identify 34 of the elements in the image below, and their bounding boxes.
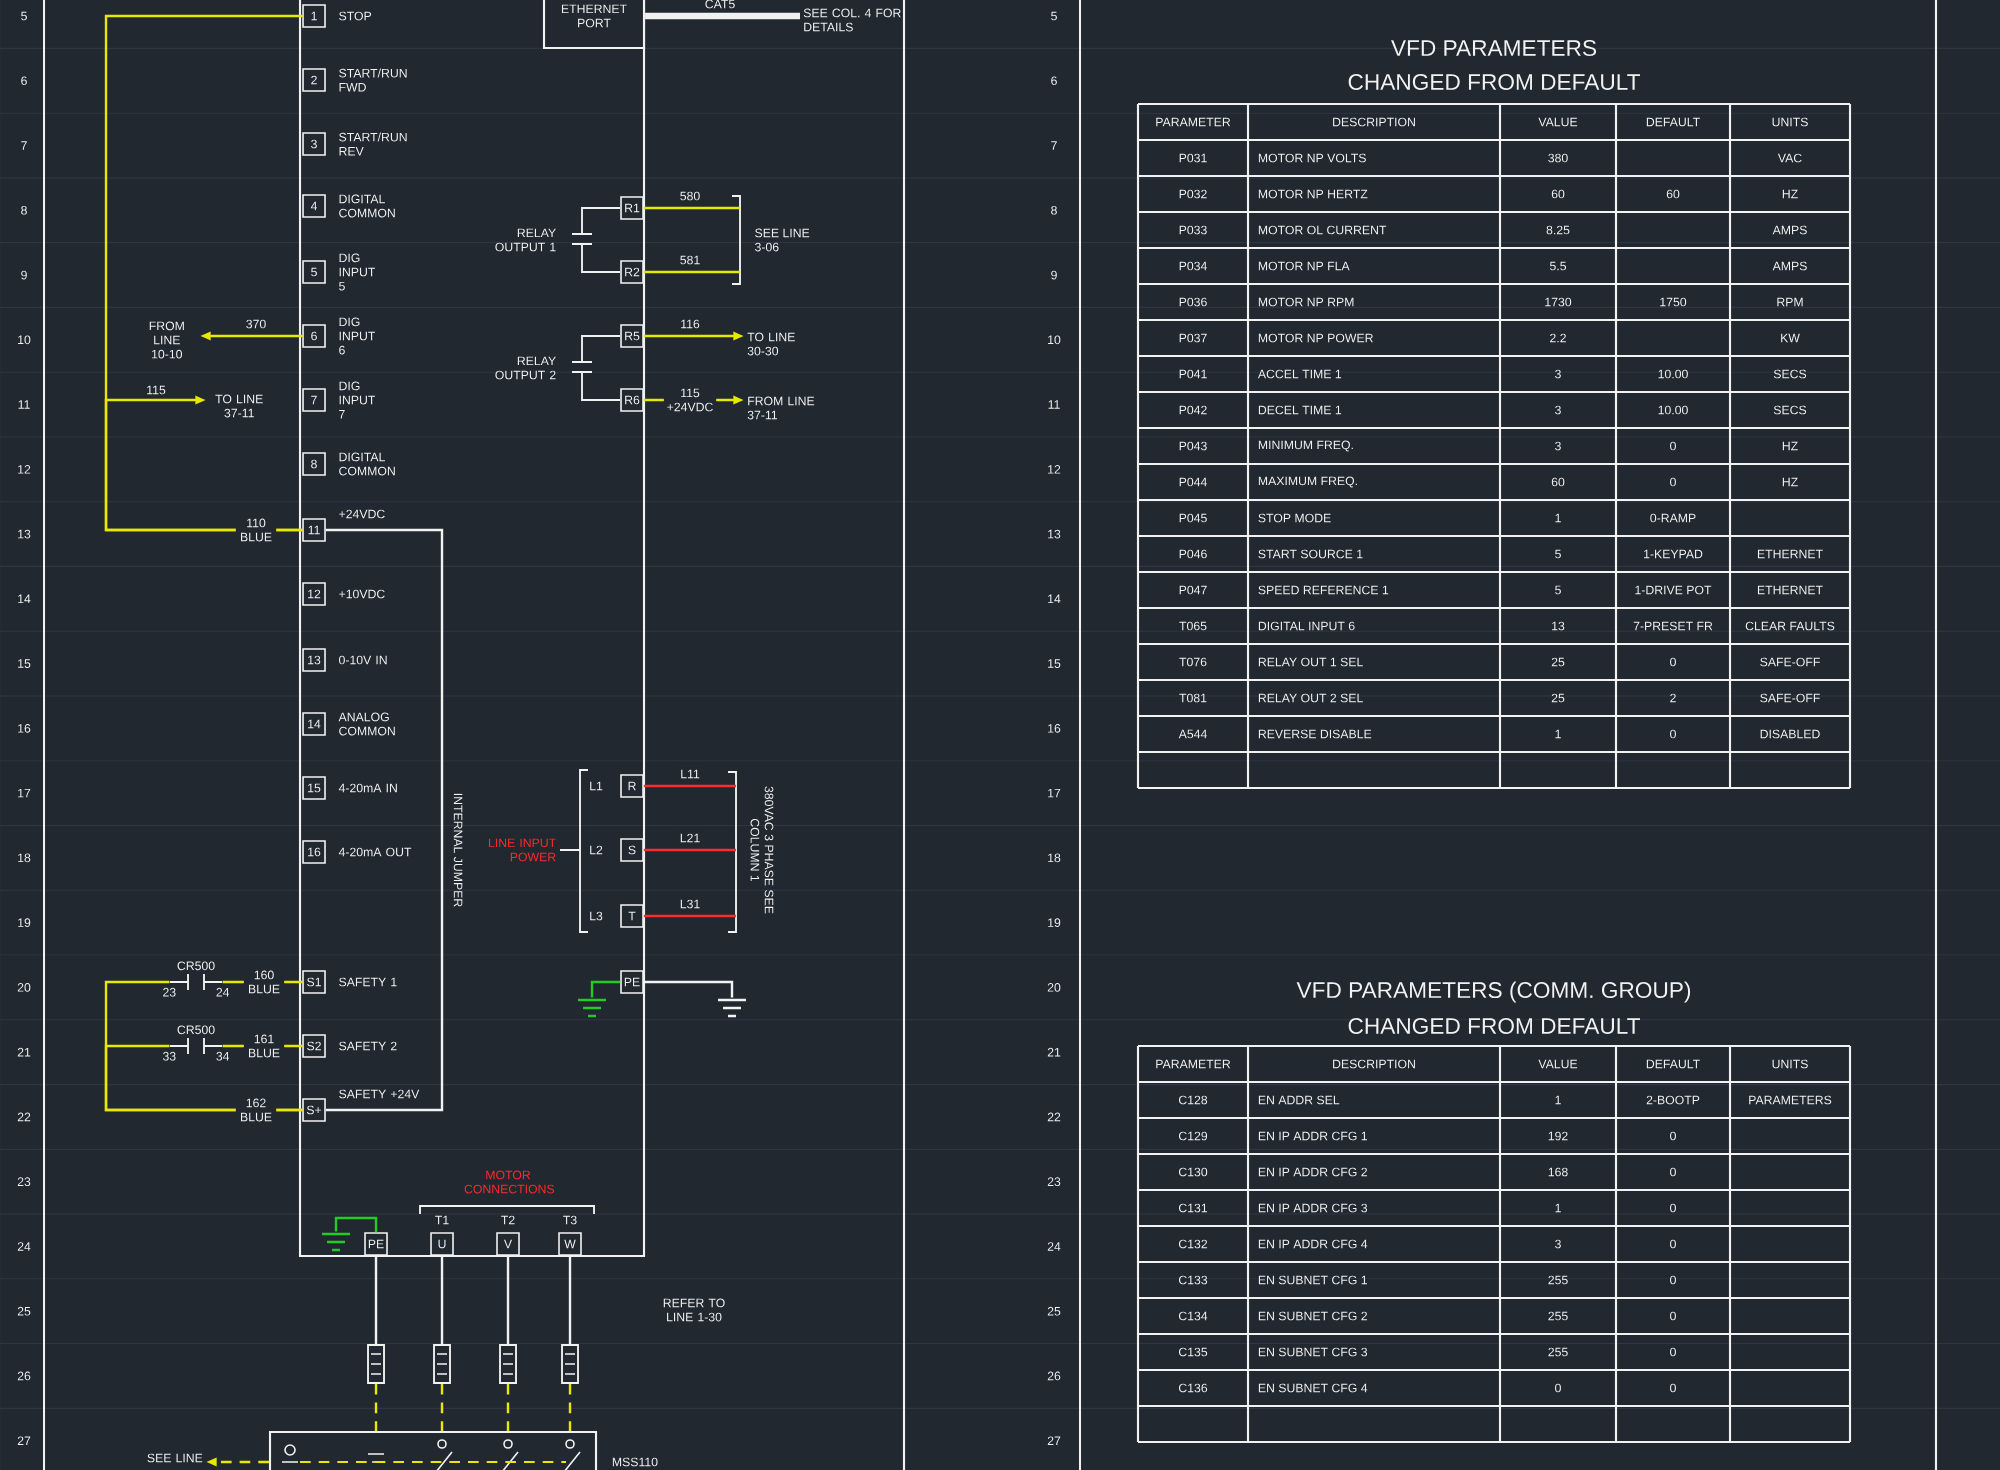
wire (643, 206, 740, 210)
ground-symbol (716, 998, 748, 1018)
table-title: CHANGED FROM DEFAULT (1348, 1018, 1640, 1034)
terminal-block (499, 1344, 517, 1384)
wire (506, 1255, 510, 1345)
drive-outline (298, 0, 646, 1258)
terminal-block (433, 1344, 451, 1384)
wire (643, 980, 734, 998)
terminal-block (367, 1344, 385, 1384)
terminal-block (561, 1344, 579, 1384)
wire (590, 980, 621, 998)
wire (568, 1383, 572, 1431)
wire (334, 1216, 378, 1233)
wire (440, 1383, 444, 1431)
wire (643, 848, 736, 852)
wire (104, 395, 303, 532)
wire (222, 980, 303, 984)
table-title: VFD PARAMETERS (1391, 40, 1597, 56)
wire (222, 1044, 303, 1048)
table-title: VFD PARAMETERS (COMM. GROUP) (1296, 981, 1691, 1003)
wire (374, 1255, 378, 1345)
cable (645, 12, 800, 20)
ground-symbol (576, 998, 608, 1018)
wire (643, 784, 736, 788)
wire (374, 1383, 378, 1431)
table-title: CHANGED FROM DEFAULT (1348, 74, 1640, 90)
wire (104, 1044, 303, 1112)
wire (325, 528, 444, 1112)
ground-symbol (320, 1232, 352, 1252)
wire (440, 1255, 444, 1345)
wire (506, 1383, 510, 1431)
wire (643, 914, 736, 918)
wire (643, 270, 740, 274)
wire (568, 1255, 572, 1345)
